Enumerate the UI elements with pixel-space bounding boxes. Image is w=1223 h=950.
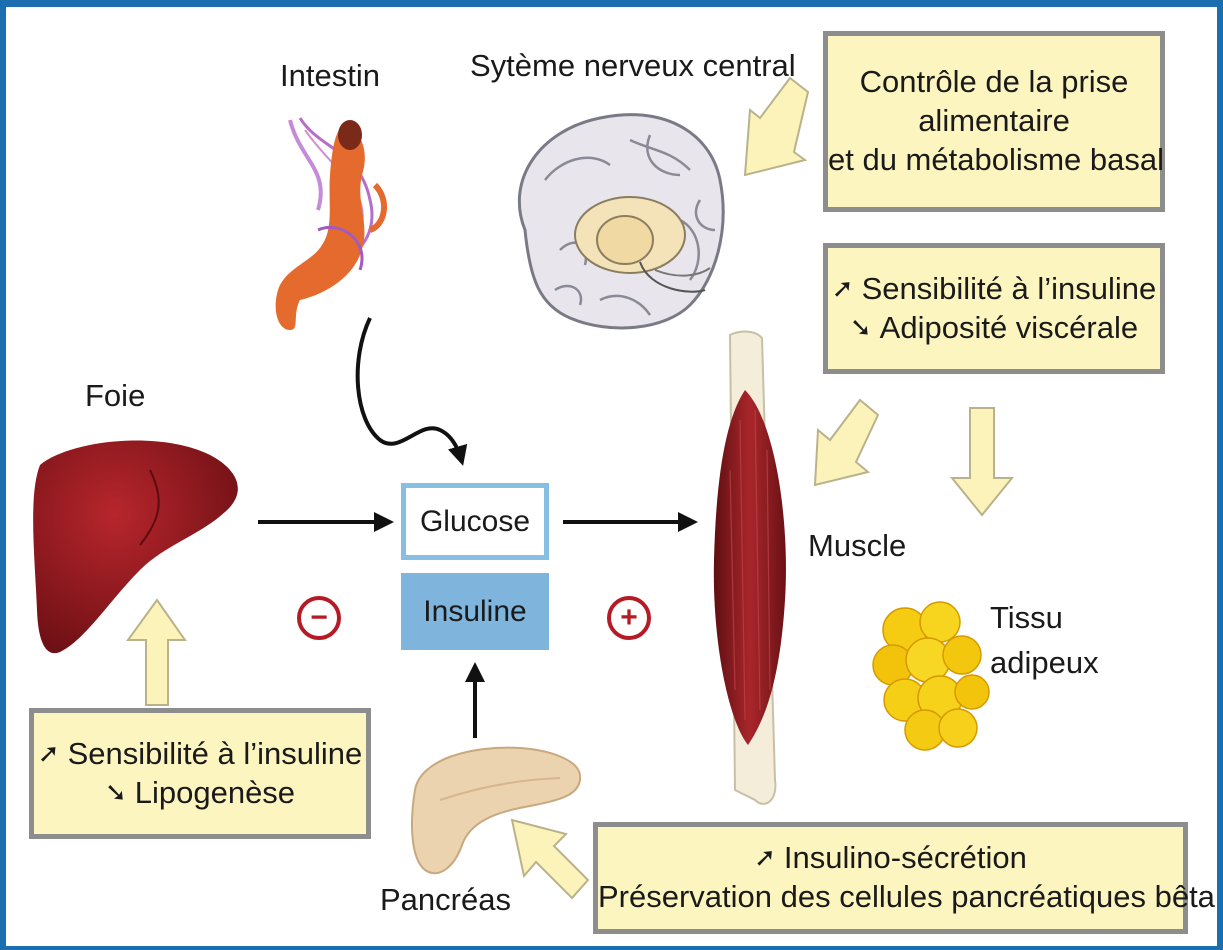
box-to-adipose-arrow [952,408,1012,515]
muscle-illustration [714,332,786,804]
pancreas-label: Pancréas [380,882,511,918]
liver-effect-box: ➚Sensibilité à l’insuline ➘Lipogenèse [29,708,371,839]
muscle-box-line1: ➚Sensibilité à l’insuline [828,270,1160,309]
plus-sign: + [607,596,651,640]
liver-box-line1: ➚Sensibilité à l’insuline [34,735,366,774]
insuline-box: Insuline [401,573,549,650]
box-to-liver-arrow [128,600,185,705]
up-arrow-icon: ➚ [38,737,60,770]
liver-illustration [33,441,238,654]
box-to-pancreas-arrow [512,820,588,898]
adipose-tissue-illustration [873,602,989,750]
muscle-label: Muscle [808,528,906,564]
tissu-label-line2: adipeux [990,645,1099,681]
box-to-muscle-arrow [815,400,878,485]
tissu-label-line1: Tissu [990,600,1063,636]
up-arrow-icon: ➚ [832,272,854,305]
muscle-box-line2: ➘Adiposité viscérale [828,309,1160,348]
cns-box-line2: alimentaire [828,102,1160,141]
pancreas-box-line1: ➚Insulino-sécrétion [598,839,1183,878]
liver-box-line2: ➘Lipogenèse [34,774,366,813]
muscle-effect-box: ➚Sensibilité à l’insuline ➘Adiposité vis… [823,243,1165,374]
intestine-to-glucose-arrow [358,318,462,462]
insuline-text: Insuline [423,595,526,629]
intestine-illustration [276,118,384,330]
minus-sign: − [297,596,341,640]
cns-box-line1: Contrôle de la prise [828,63,1160,102]
box-to-brain-arrow [745,78,808,175]
foie-label: Foie [85,378,145,414]
glucose-box: Glucose [401,483,549,560]
cns-effect-box: Contrôle de la prise alimentaire et du m… [823,31,1165,212]
brain-illustration [519,115,723,328]
glucose-text: Glucose [420,505,530,539]
up-arrow-icon: ➚ [754,841,776,874]
pancreas-effect-box: ➚Insulino-sécrétion Préservation des cel… [593,822,1188,934]
cns-label: Sytème nerveux central [470,48,796,84]
down-arrow-icon: ➘ [850,311,872,344]
cns-box-line3: et du métabolisme basal [828,141,1160,180]
down-arrow-icon: ➘ [105,776,127,809]
intestin-label: Intestin [280,58,380,94]
pancreas-box-line2: Préservation des cellules pancréatiques … [598,878,1183,917]
